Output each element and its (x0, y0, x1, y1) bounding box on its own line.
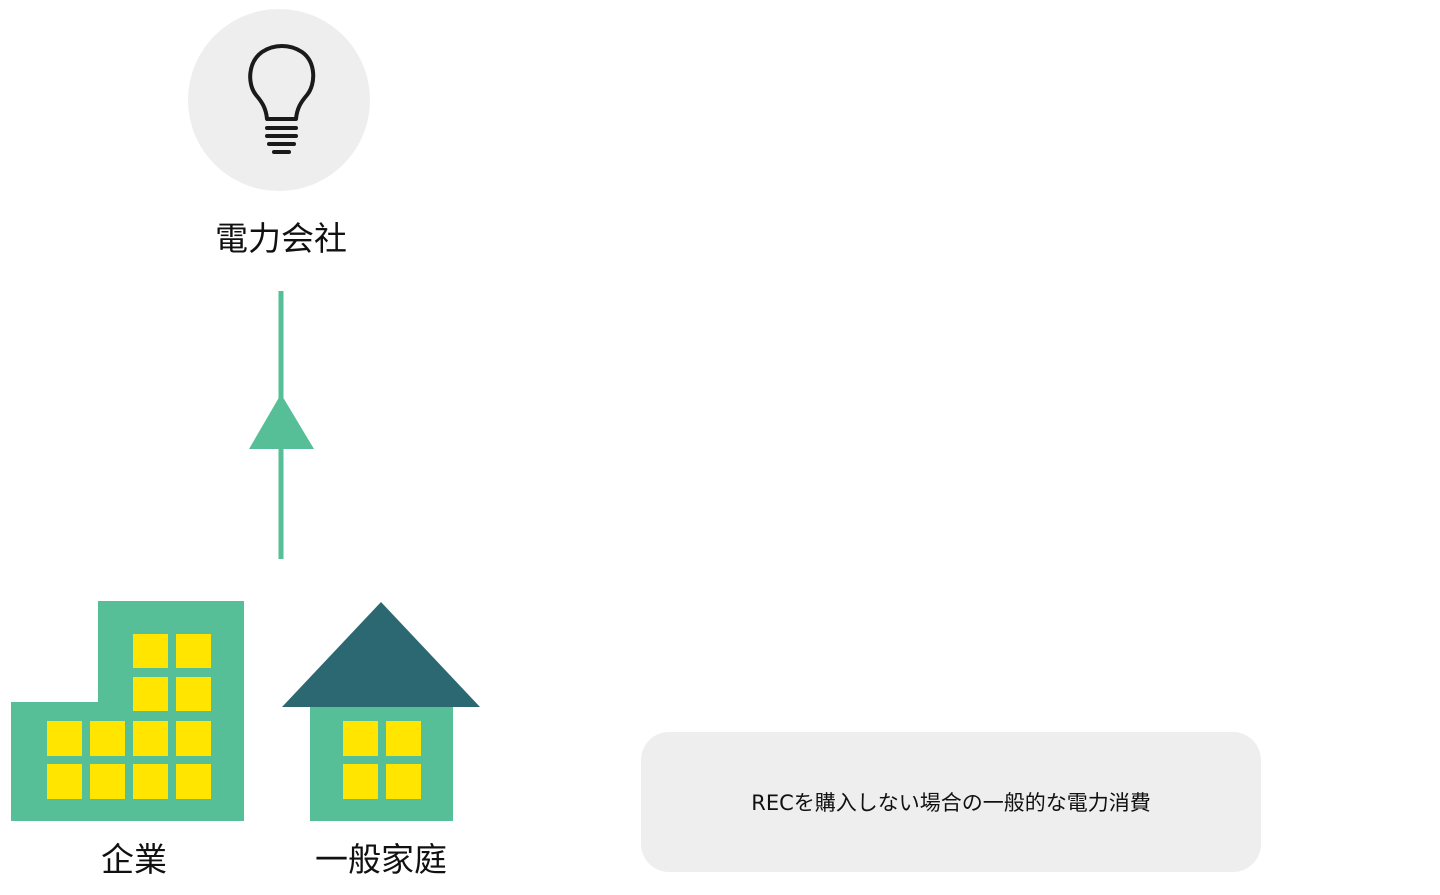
company-label: 企業 (101, 840, 167, 879)
building-annex (11, 702, 154, 821)
caption-box: RECを購入しない場合の一般的な電力消費 (641, 732, 1261, 872)
household-label: 一般家庭 (315, 840, 447, 879)
flow-arrowhead (249, 394, 314, 449)
utility-icon-background (188, 9, 370, 191)
lightbulb-base-lines (265, 126, 298, 154)
office-building-icon (11, 601, 244, 821)
house-body (310, 707, 453, 821)
utility-label: 電力会社 (215, 219, 347, 258)
building-windows (47, 634, 211, 799)
arrow-up-icon (249, 291, 314, 559)
caption-text: RECを購入しない場合の一般的な電力消費 (751, 791, 1151, 815)
utility-node (188, 9, 370, 191)
lightbulb-icon (248, 44, 316, 121)
house-windows (343, 721, 421, 799)
house-icon (282, 602, 480, 821)
house-roof (282, 602, 480, 707)
